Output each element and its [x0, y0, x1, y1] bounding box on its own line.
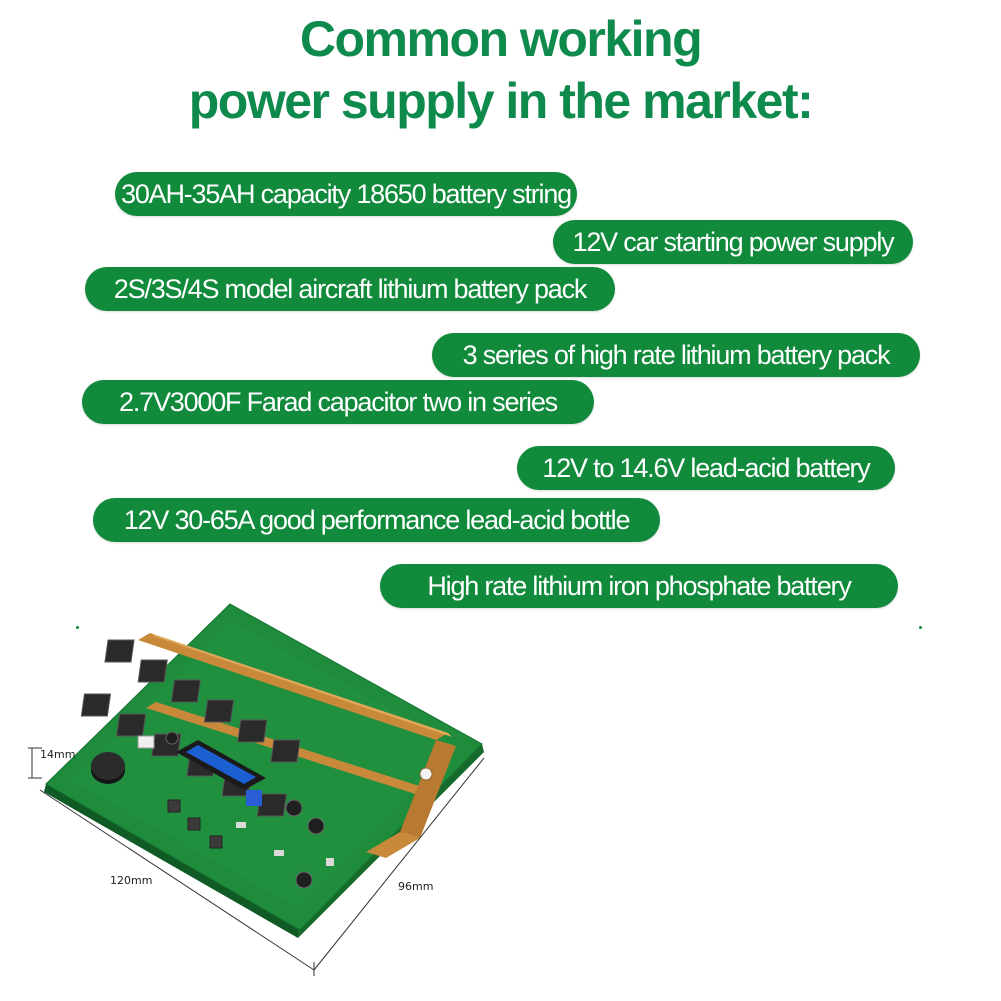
- power-supply-item-4: 3 series of high rate lithium battery pa…: [432, 333, 920, 377]
- heading-line-2: power supply in the market:: [188, 73, 814, 129]
- power-supply-item-2: 12V car starting power supply: [553, 220, 913, 264]
- power-supply-item-8: High rate lithium iron phosphate battery: [380, 564, 898, 608]
- power-supply-item-1: 30AH-35AH capacity 18650 battery string: [115, 172, 577, 216]
- divider-dot-left: [76, 626, 79, 629]
- width-dimension-label: 96mm: [398, 880, 434, 893]
- heading-line-1: Common working: [299, 11, 703, 67]
- power-supply-item-6: 12V to 14.6V lead-acid battery: [517, 446, 895, 490]
- power-supply-item-3: 2S/3S/4S model aircraft lithium battery …: [85, 267, 615, 311]
- power-supply-item-5: 2.7V3000F Farad capacitor two in series: [82, 380, 594, 424]
- divider-dot-right: [919, 626, 922, 629]
- length-dimension-label: 120mm: [110, 874, 153, 887]
- power-supply-item-7: 12V 30-65A good performance lead-acid bo…: [93, 498, 660, 542]
- copper-bar-top: [138, 633, 448, 740]
- height-dimension-label: 14mm: [40, 748, 76, 761]
